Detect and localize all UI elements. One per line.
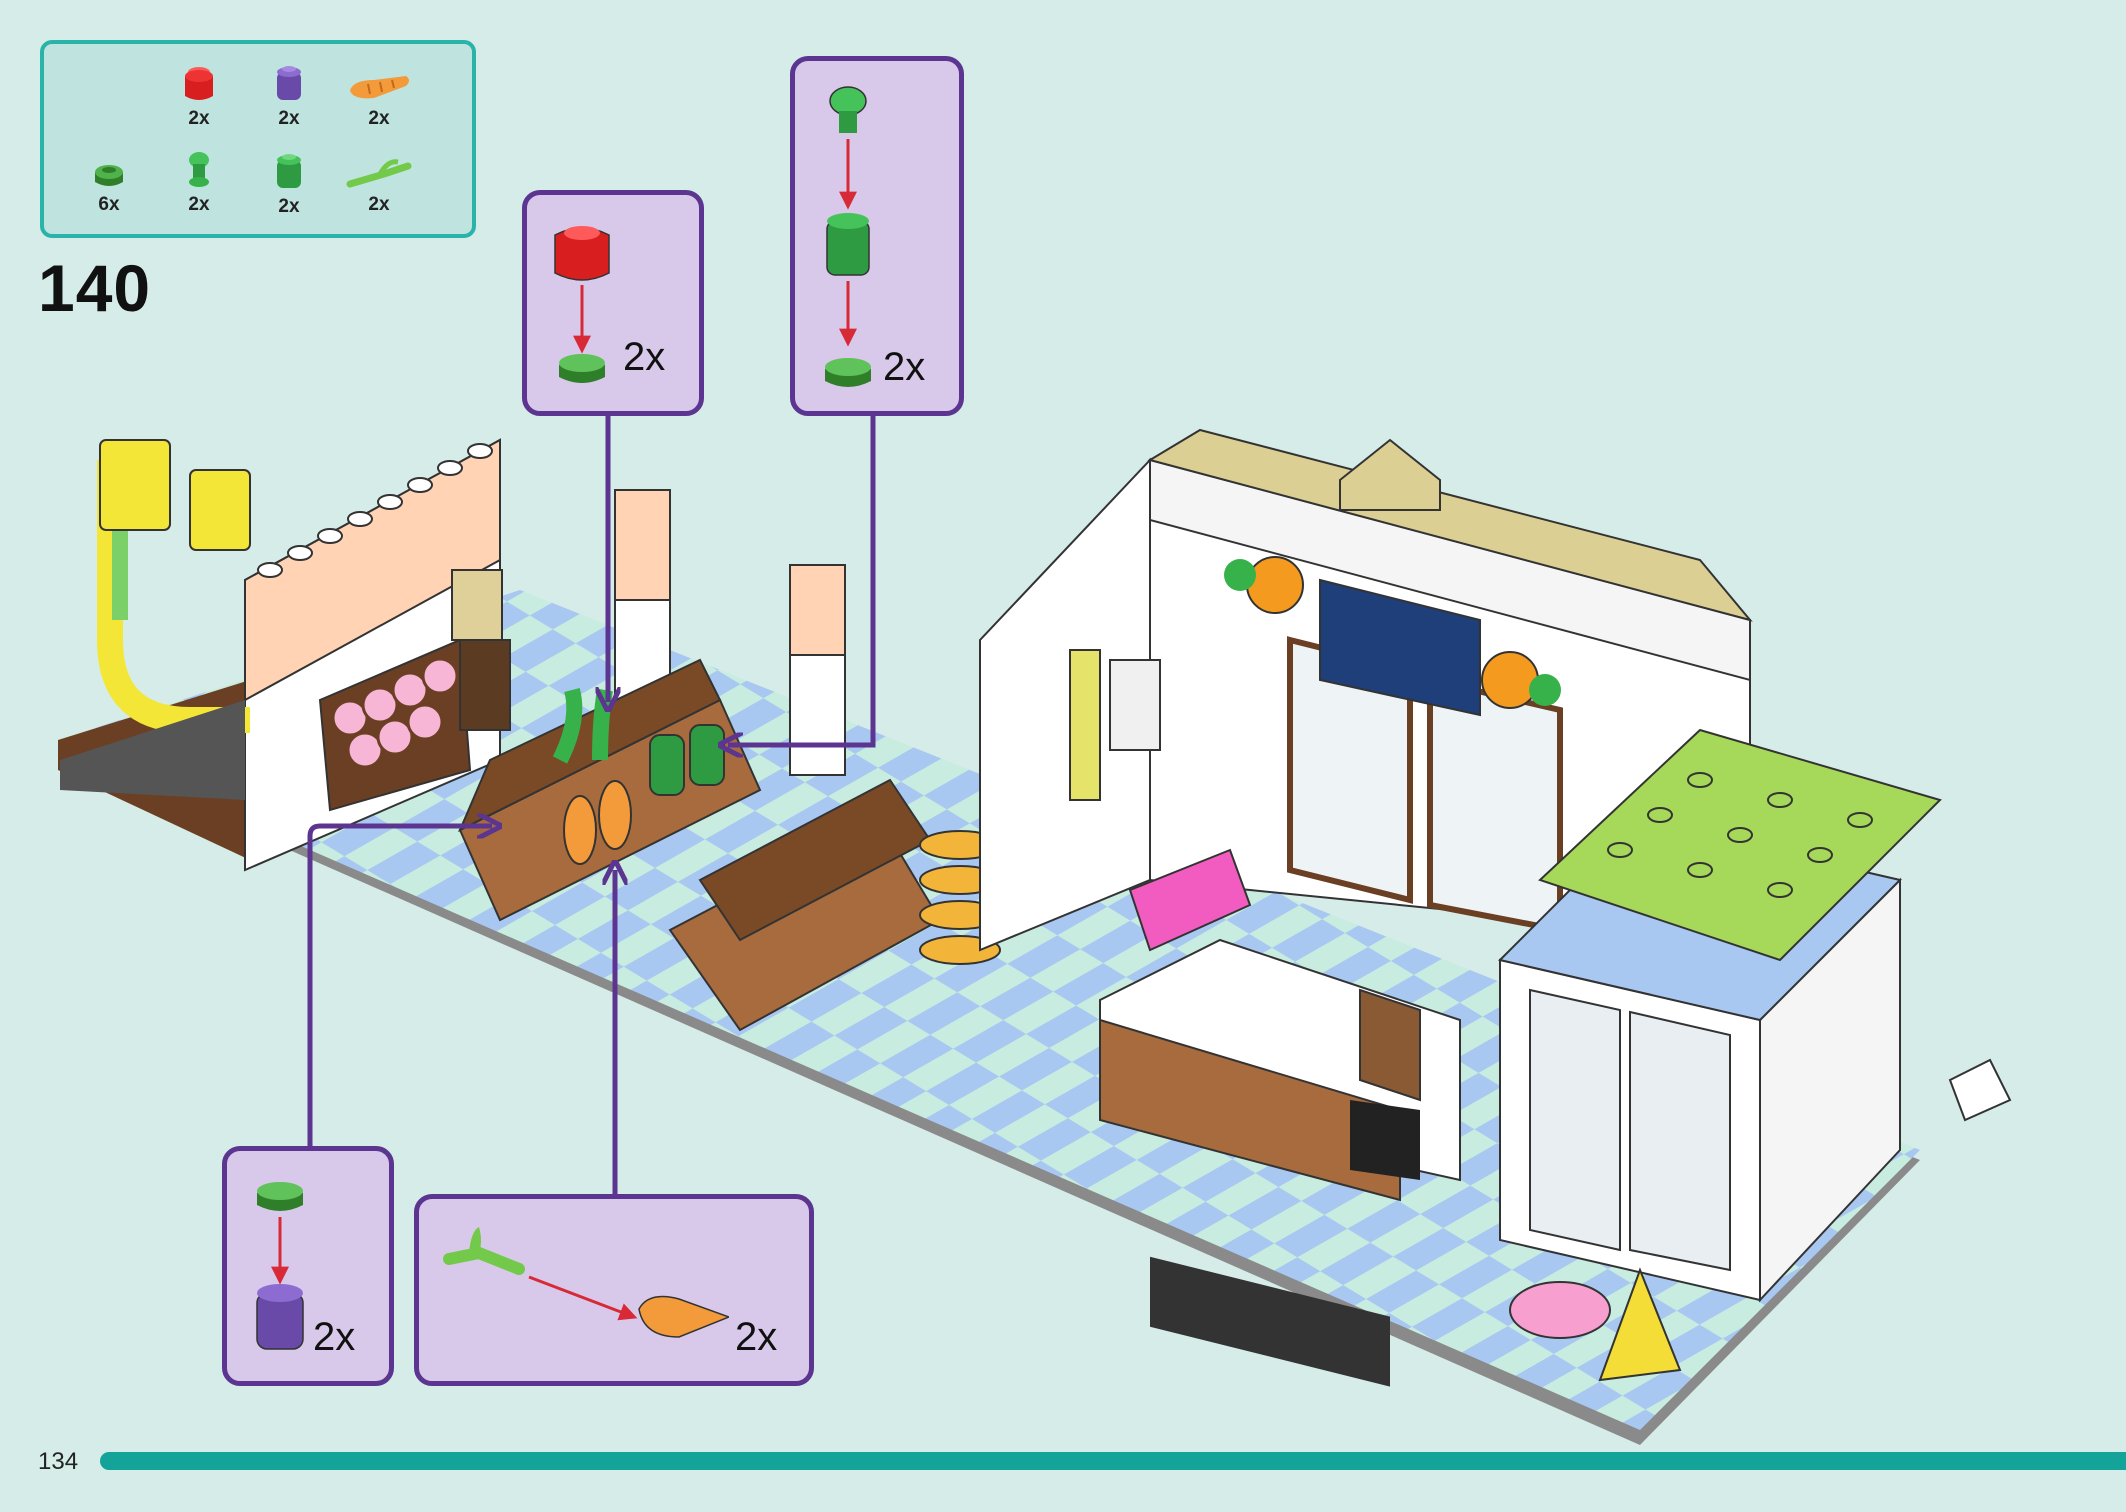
step-number: 140	[38, 251, 152, 325]
green-round-brick-icon	[277, 154, 301, 188]
part-qty: 2x	[188, 194, 210, 215]
part-qty: 2x	[368, 108, 390, 129]
part-qty: 2x	[368, 194, 390, 215]
callout-carrot: 2x	[414, 1194, 814, 1386]
part-qty: 2x	[188, 108, 210, 129]
parts-list-box: 2x 2x 2x 6x 2x	[40, 40, 476, 238]
part-green-round-brick: 2x	[254, 150, 324, 218]
callout-red-on-plate: 2x	[522, 190, 704, 416]
red-round-brick-icon	[185, 67, 213, 100]
part-red-round-brick: 2x	[164, 62, 234, 130]
callout-qty: 2x	[313, 1315, 356, 1359]
callout-qty: 2x	[623, 335, 666, 379]
part-carrot: 2x	[344, 68, 414, 130]
callout-purple-stack: 2x	[222, 1146, 394, 1386]
part-qty: 6x	[98, 194, 120, 215]
part-green-leaf-stem: 2x	[344, 156, 414, 216]
callout-qty: 2x	[735, 1315, 778, 1359]
page-number: 134	[38, 1448, 79, 1475]
part-qty: 2x	[278, 196, 300, 217]
purple-round-brick-icon	[277, 66, 301, 100]
green-leaf-stem-icon	[346, 159, 412, 188]
carrot-piece-icon	[350, 76, 409, 99]
part-green-cone-brick: 2x	[164, 150, 234, 216]
callout-green-stack: 2x	[790, 56, 964, 416]
callout-qty: 2x	[883, 345, 926, 389]
part-green-round-plate: 6x	[74, 156, 144, 216]
part-purple-round-brick: 2x	[254, 62, 324, 130]
part-qty: 2x	[278, 108, 300, 129]
green-round-plate-icon	[95, 165, 123, 186]
green-cone-and-brick-stack-icon	[825, 86, 871, 387]
red-brick-onto-plate-icon	[554, 226, 610, 383]
plate-onto-purple-brick-icon	[256, 1182, 304, 1350]
green-cone-brick-icon	[189, 152, 209, 187]
page-progress-bar	[100, 1452, 2126, 1470]
leaf-stem-into-carrot-icon	[443, 1227, 729, 1338]
